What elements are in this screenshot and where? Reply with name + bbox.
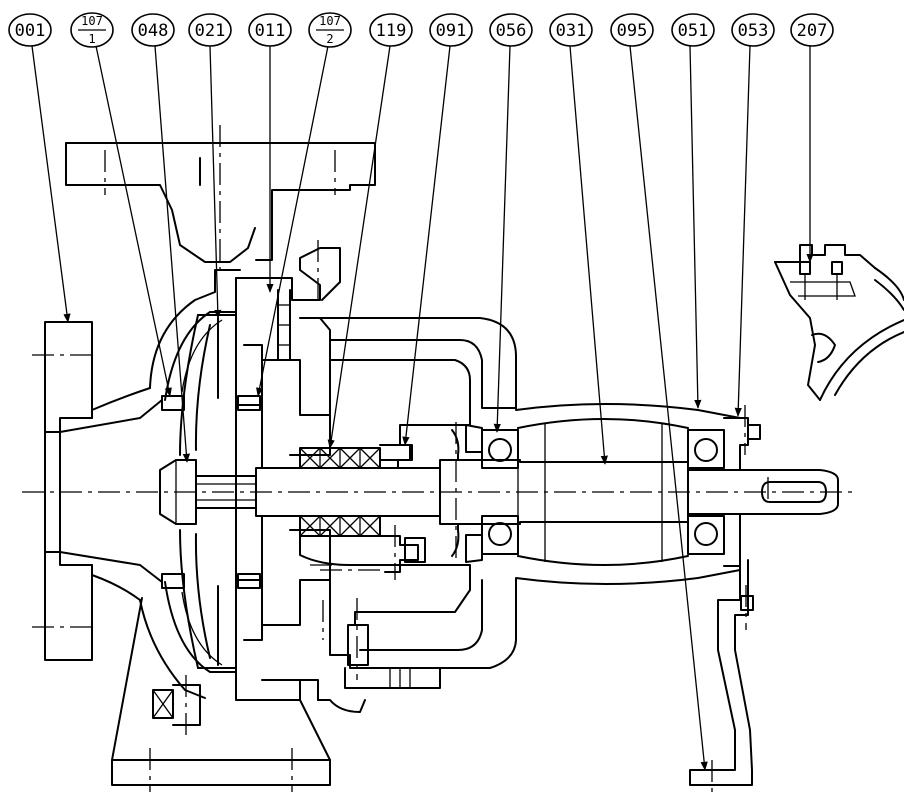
wear-rings xyxy=(161,395,261,589)
callout-numerator: 107 xyxy=(319,14,341,28)
callout-056: 056 xyxy=(489,13,533,47)
callout-119: 119 xyxy=(369,13,413,47)
callout-label: 048 xyxy=(138,21,169,41)
callout-107-2: 107 2 xyxy=(308,12,352,48)
callout-011: 011 xyxy=(248,13,292,47)
callout-label: 095 xyxy=(617,21,648,41)
callout-031: 031 xyxy=(549,13,593,47)
pump-casing xyxy=(32,125,376,792)
callout-label: 119 xyxy=(376,21,407,41)
callout-021: 021 xyxy=(188,13,232,47)
callout-207: 207 xyxy=(790,13,834,47)
detail-view-207 xyxy=(774,244,904,401)
bearing-housing xyxy=(517,418,689,566)
callout-label: 011 xyxy=(255,21,286,41)
support-foot xyxy=(689,559,754,798)
callout-label: 021 xyxy=(195,21,226,41)
callout-095: 095 xyxy=(610,13,654,47)
callout-label: 056 xyxy=(496,21,527,41)
callout-label: 053 xyxy=(738,21,769,41)
callout-numerator: 107 xyxy=(81,14,103,28)
callout-label: 031 xyxy=(556,21,587,41)
gland-packing xyxy=(299,444,426,580)
callout-denominator: 2 xyxy=(326,32,333,46)
casing-cover xyxy=(235,240,341,701)
callout-001: 001 xyxy=(8,13,52,47)
leader-lines xyxy=(31,45,814,771)
callout-107-1: 107 1 xyxy=(70,12,114,48)
bearing-frame xyxy=(299,317,741,713)
callout-053: 053 xyxy=(731,13,775,47)
callout-label: 091 xyxy=(436,21,467,41)
bearing-end-cover xyxy=(723,405,761,567)
callout-denominator: 1 xyxy=(88,32,95,46)
thrower xyxy=(451,422,460,565)
callout-091: 091 xyxy=(429,13,473,47)
callout-label: 207 xyxy=(797,21,828,41)
callout-label: 051 xyxy=(678,21,709,41)
callout-051: 051 xyxy=(671,13,715,47)
impeller-nut xyxy=(159,459,257,525)
callout-label: 001 xyxy=(15,21,46,41)
callout-048: 048 xyxy=(131,13,175,47)
